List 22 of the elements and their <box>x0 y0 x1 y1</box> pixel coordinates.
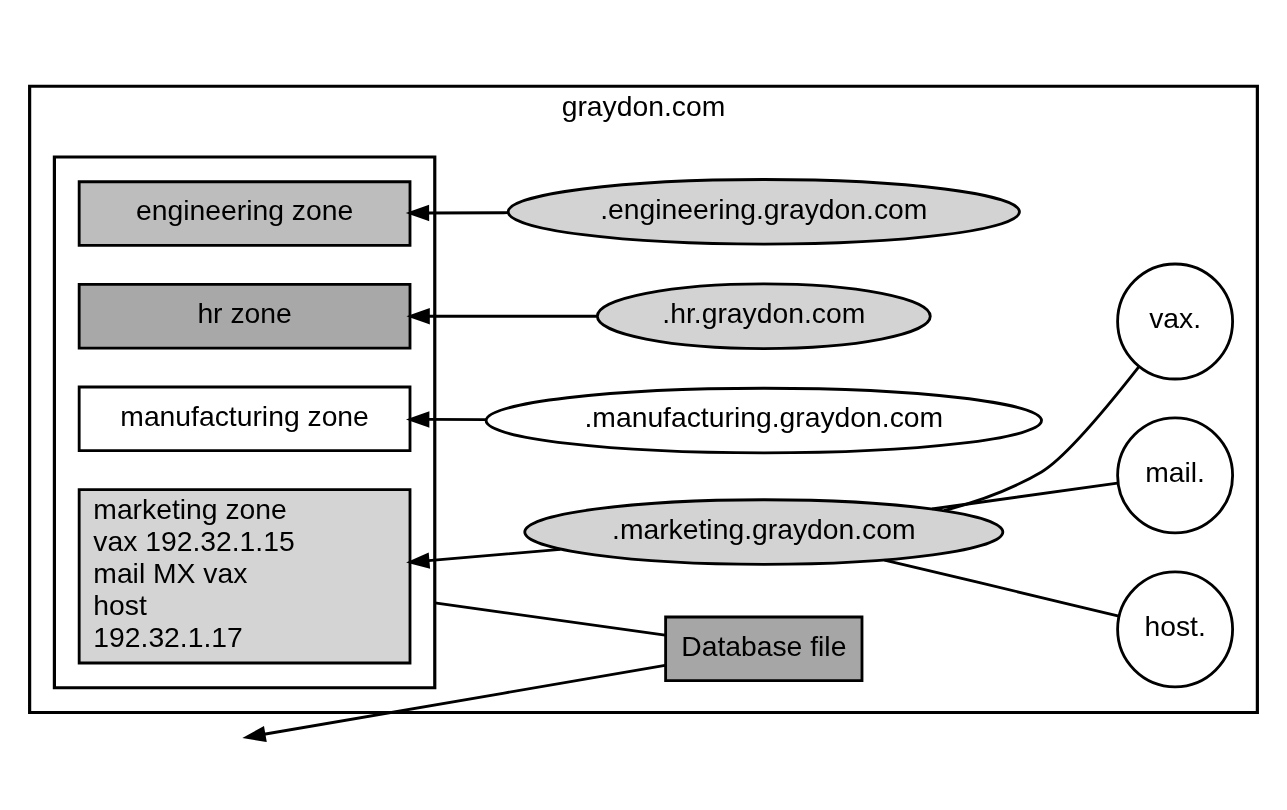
node-circle: vax. <box>1116 262 1234 381</box>
arrow <box>406 308 597 325</box>
node-ellipse: .hr.graydon.com <box>595 282 932 350</box>
node-ellipse: .engineering.graydon.com <box>506 178 1021 246</box>
node-circle: mail. <box>1116 416 1234 535</box>
connector <box>884 558 1120 618</box>
connector <box>931 481 1118 511</box>
node-ellipse: .manufacturing.graydon.com <box>484 386 1043 455</box>
arrow <box>406 547 561 569</box>
arrow <box>405 204 508 222</box>
connector <box>943 366 1140 512</box>
node-ellipse: .marketing.graydon.com <box>523 498 1005 566</box>
node-circle: host. <box>1116 570 1234 689</box>
node-box: engineering zone <box>77 180 412 247</box>
arrow <box>242 664 666 743</box>
cluster <box>52 155 437 690</box>
node-box: Database file <box>664 615 864 683</box>
node-box: hr zone <box>77 282 412 350</box>
node-box: marketing zone vax 192.32.1.15 mail MX vax host 192.32.1.17 <box>77 488 412 665</box>
node-box: manufacturing zone <box>77 385 412 453</box>
connector <box>434 601 666 637</box>
arrow <box>406 411 487 428</box>
